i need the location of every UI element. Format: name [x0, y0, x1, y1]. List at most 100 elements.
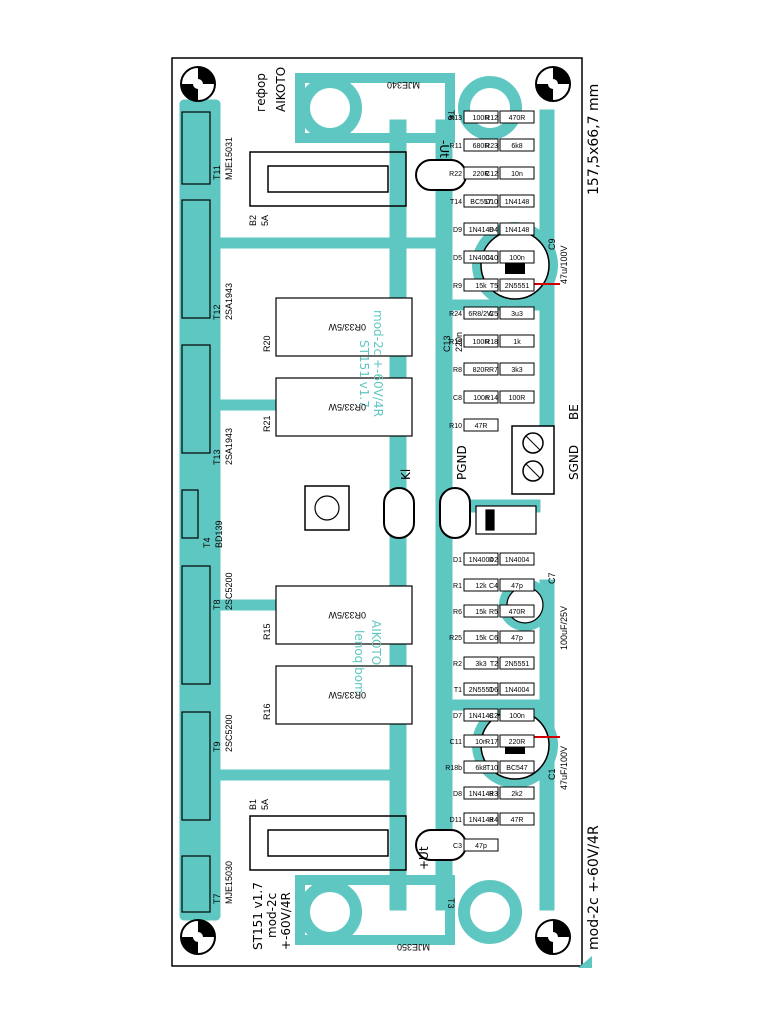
t3-part: MJE350 — [397, 942, 430, 952]
part-ref: T10 — [486, 765, 498, 772]
input-connector — [511, 425, 555, 495]
t12-ref: T12 — [212, 304, 222, 320]
part-value: 47R — [475, 423, 488, 430]
part-ref: D8 — [453, 791, 462, 798]
pad-label-pgnd: PGND — [455, 445, 469, 480]
part-ref: T2 — [490, 661, 498, 668]
silkscreen-text: 157,5x66,7 mm mod-2c +-60V/4R ST151 v1.7… — [202, 67, 602, 952]
trimmer-r18 — [304, 485, 350, 531]
part-ref: T5 — [490, 283, 498, 290]
pad-kl — [383, 487, 415, 539]
r20-ref: R20 — [262, 335, 272, 352]
part-value: 1N4148 — [469, 227, 494, 234]
part-ref: R4 — [489, 817, 498, 824]
power-resistor-r20 — [275, 297, 413, 357]
board-size-label: 157,5x66,7 mm — [586, 84, 602, 195]
part-ref: T14 — [450, 199, 462, 206]
part-ref: R13 — [449, 115, 462, 122]
t13-part: 2SA1943 — [224, 428, 234, 465]
t11-part: MJE15031 — [224, 137, 234, 180]
part-ref: D1 — [453, 557, 462, 564]
part-value: 470R — [509, 609, 526, 616]
c7-ref: C7 — [547, 572, 557, 584]
part-ref: C6 — [489, 635, 498, 642]
fuse-body-b1 — [267, 829, 389, 857]
part-ref: R19 — [449, 339, 462, 346]
part-ref: C10 — [485, 255, 498, 262]
board-title-sub: mod-2c — [265, 893, 279, 938]
part-ref: R18b — [445, 765, 462, 772]
transistor-outline-t7 — [181, 855, 211, 913]
transistor-outline-t13 — [181, 344, 211, 454]
part-value: 100R — [473, 115, 490, 122]
terminal-pads — [383, 159, 471, 861]
part-value: 220R — [509, 739, 526, 746]
transistor-outline-t9 — [181, 711, 211, 821]
part-t14: BC557 T14 — [450, 194, 499, 208]
t11-ref: T11 — [212, 165, 222, 180]
part-ref: D2 — [489, 557, 498, 564]
part-value: 3k3 — [475, 661, 486, 668]
part-value: 100n — [509, 255, 525, 262]
part-value: 1N4004 — [469, 255, 494, 262]
b1-ref: B1 — [248, 799, 258, 810]
part-ref: T1 — [454, 687, 462, 694]
b1-value: 5A — [260, 799, 270, 810]
part-t5: 2N5551 T5 — [490, 278, 535, 292]
part-value: BC557 — [470, 199, 492, 206]
t6-ref: T6 — [446, 110, 456, 121]
mounting-hole-bottom-right — [535, 919, 571, 955]
t12-part: 2SA1943 — [224, 283, 234, 320]
part-value: 6k8 — [475, 765, 486, 772]
r15-value: 0R33/5W — [328, 610, 366, 620]
mirror-text-2: mod-2c +-60V/4R — [371, 310, 385, 417]
part-ref: R8 — [453, 367, 462, 374]
part-r13: 100R R13 — [449, 110, 499, 124]
mirror-logo: AIKOTO — [369, 620, 383, 665]
part-value: 47R — [511, 817, 524, 824]
part-value: 1N4148 — [469, 713, 494, 720]
t6-part: MJE340 — [387, 80, 420, 90]
transistor-outlines — [181, 111, 211, 913]
part-value: 100n — [473, 395, 489, 402]
part-value: 2N5551 — [505, 283, 530, 290]
part-ref: C11 — [450, 739, 462, 746]
part-ref: R2 — [453, 661, 462, 668]
pad-label-u-plus: +Ut — [417, 846, 431, 870]
part-ref: R7 — [489, 367, 498, 374]
power-resistor-r21 — [275, 377, 413, 437]
part-ref: D5 — [453, 255, 462, 262]
supply-label: mod-2c +-60V/4R — [586, 825, 602, 950]
part-value: 470R — [509, 115, 526, 122]
part-r18b: 6k8 R18b — [445, 760, 499, 774]
r16-ref: R16 — [262, 703, 272, 720]
c1-ref: C1 — [547, 768, 557, 780]
part-ref: D10 — [485, 199, 498, 206]
part-ref: R6 — [453, 609, 462, 616]
pad-label-kl: Kl — [399, 469, 413, 480]
part-ref: R18 — [485, 339, 498, 346]
part-ref: C4 — [489, 583, 498, 590]
part-r2: 3k3 R2 — [453, 656, 499, 670]
r20-value: 0R33/5W — [328, 322, 366, 332]
pad-label-be: BE — [567, 404, 581, 420]
part-value: 1N4004 — [505, 557, 530, 564]
part-ref: C3 — [453, 843, 462, 850]
part-ref: D11 — [450, 817, 462, 824]
transistor-outline-t8 — [181, 565, 211, 685]
transistor-outline-t11 — [181, 111, 211, 185]
